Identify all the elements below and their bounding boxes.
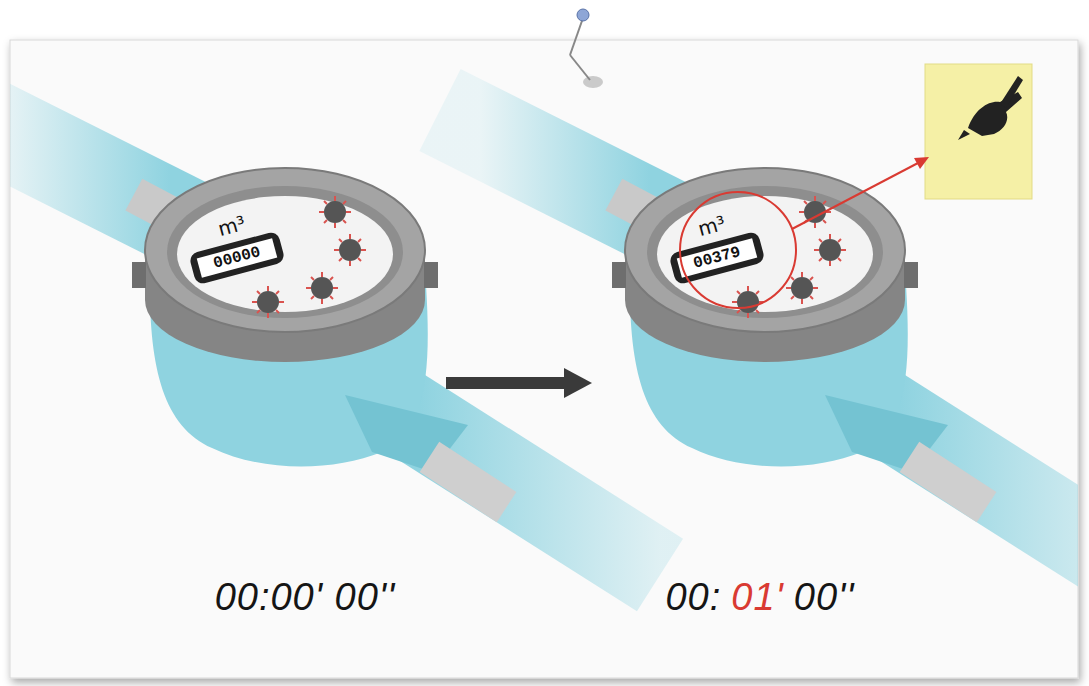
timer-part: 00'' [794,578,855,616]
timer-part: 01' [731,578,784,616]
unit-label: m³ [216,213,248,239]
timer-group: 00: 01' 00'' [665,578,854,616]
timer-part: 00: [665,578,721,616]
unit-label: m³ [696,213,728,239]
timer-readout: 00:00' 00'' [215,578,396,616]
